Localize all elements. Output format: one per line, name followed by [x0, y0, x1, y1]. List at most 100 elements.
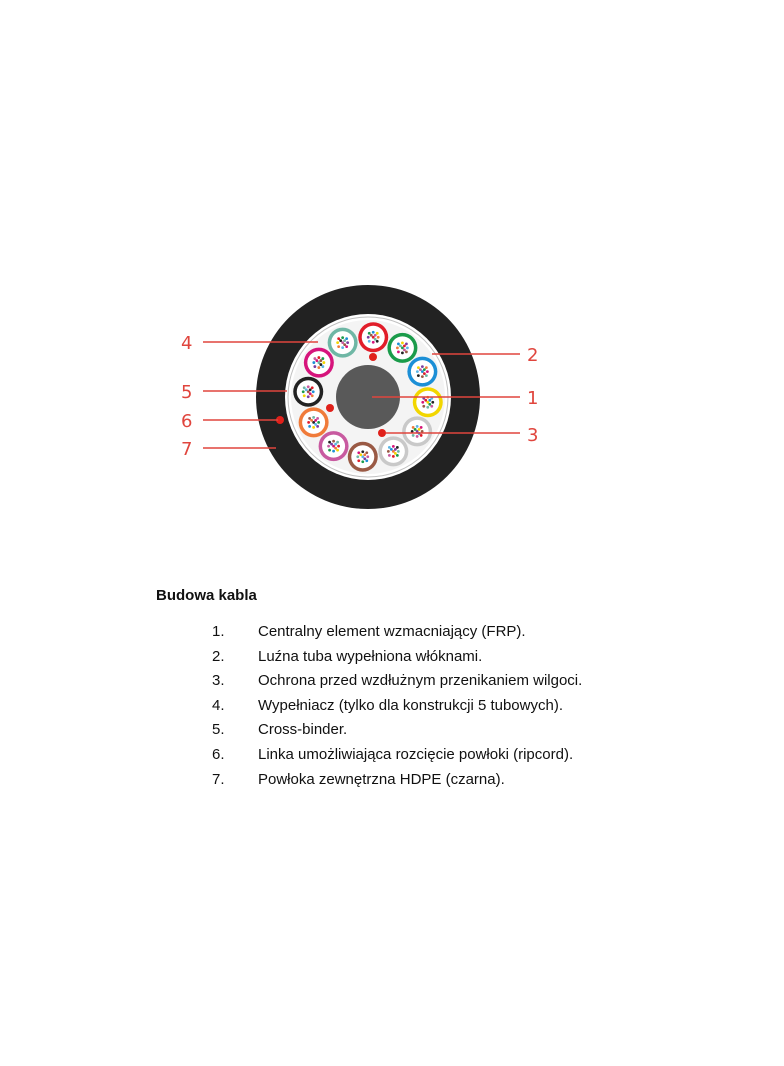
- optical-fiber: [401, 346, 404, 350]
- optical-fiber: [411, 434, 415, 437]
- optical-fiber: [401, 351, 404, 355]
- optical-fiber: [393, 451, 397, 455]
- optical-fiber: [415, 430, 419, 433]
- callout-label-1: 1: [527, 388, 538, 409]
- optical-fiber: [387, 445, 391, 449]
- optical-fiber: [397, 350, 400, 354]
- optical-fiber: [312, 420, 316, 424]
- list-item-number: 6.: [212, 745, 225, 763]
- optical-fiber: [334, 446, 337, 450]
- list-item: 4. Wypełniacz (tylko dla konstrukcji 5 tu…: [156, 694, 656, 719]
- optical-fiber: [419, 434, 423, 437]
- optical-fiber: [357, 459, 361, 463]
- optical-fiber: [424, 398, 428, 402]
- optical-fiber: [301, 390, 305, 394]
- optical-fiber: [396, 346, 399, 350]
- list-item-text: Powłoka zewnętrzna HDPE (czarna).: [258, 770, 505, 788]
- list-item-text: Centralny element wzmacniający (FRP).: [258, 623, 526, 640]
- optical-fiber: [395, 445, 399, 449]
- optical-fiber: [367, 331, 371, 335]
- list-item: 7. Powłoka zewnętrzna HDPE (czarna).: [156, 768, 656, 793]
- optical-fiber: [422, 372, 426, 376]
- optical-fiber: [416, 374, 420, 378]
- optical-fiber: [317, 420, 321, 424]
- optical-fiber: [403, 344, 406, 348]
- optical-fiber: [310, 386, 314, 390]
- optical-fiber: [314, 422, 318, 426]
- optical-fiber: [367, 339, 371, 343]
- callout-label-4: 4: [181, 333, 192, 354]
- optical-fiber: [405, 350, 408, 354]
- loose-tubes-group: [293, 322, 443, 472]
- optical-fiber: [316, 424, 320, 428]
- optical-fiber: [430, 404, 434, 408]
- optical-fiber: [359, 453, 363, 457]
- optical-fiber: [419, 426, 423, 429]
- list-item-number: 2.: [212, 647, 225, 665]
- callout-label-7: 7: [181, 439, 192, 460]
- optical-fiber: [356, 455, 360, 459]
- list-item-number: 7.: [212, 770, 225, 788]
- moisture-protection-dot: [378, 429, 386, 437]
- list-item: 5.Cross-binder.: [156, 718, 656, 743]
- optical-fiber: [422, 368, 426, 372]
- optical-fiber: [341, 336, 345, 340]
- optical-fiber: [306, 395, 310, 399]
- optical-fiber: [336, 341, 340, 345]
- optical-fiber: [313, 365, 317, 368]
- optical-fiber: [308, 388, 312, 392]
- cable-parts-list: 1.Centralny element wzmacniający (FRP). …: [156, 620, 656, 792]
- list-item-number: 4.: [212, 696, 225, 714]
- optical-fiber: [420, 375, 424, 379]
- optical-fiber: [316, 416, 320, 420]
- list-item: 2.Luźna tuba wypełniona włóknami.: [156, 645, 656, 670]
- optical-fiber: [306, 390, 310, 394]
- optical-fiber: [369, 333, 373, 337]
- optical-fiber: [304, 388, 308, 392]
- optical-fiber: [322, 361, 326, 364]
- optical-fiber: [308, 416, 312, 420]
- optical-fiber: [328, 440, 331, 444]
- optical-fiber: [424, 374, 428, 378]
- optical-fiber: [337, 337, 341, 341]
- optical-fiber: [418, 368, 422, 372]
- optical-fiber: [431, 400, 435, 404]
- callout-label-5: 5: [181, 382, 192, 403]
- optical-fiber: [396, 449, 400, 453]
- optical-fiber: [391, 444, 395, 448]
- optical-fiber: [345, 337, 349, 341]
- optical-fiber: [337, 444, 340, 448]
- optical-fiber: [417, 428, 421, 431]
- optical-fiber: [426, 400, 430, 404]
- optical-fiber: [365, 459, 369, 463]
- optical-fiber: [308, 424, 312, 428]
- optical-fiber: [332, 444, 335, 448]
- optical-fiber: [410, 430, 414, 433]
- optical-fiber: [312, 361, 316, 364]
- optical-fiber: [363, 457, 367, 461]
- optical-fiber: [420, 370, 424, 374]
- filler-dot: [326, 404, 334, 412]
- optical-fiber: [328, 448, 331, 452]
- optical-fiber: [386, 449, 390, 453]
- list-item-text: Wypełniacz (tylko dla konstrukcji 5 tubo…: [258, 696, 563, 714]
- section-title: Budowa kabla: [156, 587, 257, 604]
- optical-fiber: [336, 448, 339, 452]
- optical-fiber: [399, 344, 402, 348]
- optical-fiber: [397, 342, 400, 346]
- optical-fiber: [373, 337, 377, 341]
- optical-fiber: [373, 333, 377, 337]
- optical-fiber: [365, 451, 369, 455]
- optical-fiber: [420, 430, 424, 433]
- optical-fiber: [319, 359, 323, 362]
- optical-fiber: [311, 390, 315, 394]
- optical-fiber: [361, 455, 365, 459]
- optical-fiber: [339, 339, 343, 343]
- callout-label-2: 2: [527, 345, 538, 366]
- callout-label-3: 3: [527, 425, 538, 446]
- list-item: 3.Ochrona przed wzdłużnym przenikaniem w…: [156, 669, 656, 694]
- list-item-number: 5.: [212, 721, 225, 739]
- optical-fiber: [363, 453, 367, 457]
- optical-fiber: [403, 348, 406, 352]
- optical-fiber: [321, 365, 325, 368]
